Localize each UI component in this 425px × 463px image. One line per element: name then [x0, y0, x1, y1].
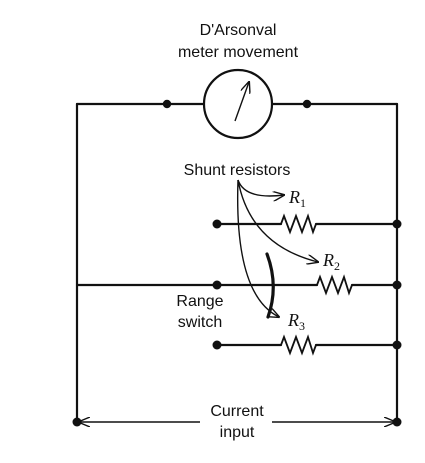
resistor-label-r1: R1 — [288, 187, 306, 210]
junction-dot — [212, 280, 222, 290]
junction-dot — [162, 99, 172, 109]
shunt-pointer-arrows — [236, 179, 318, 317]
range-switch-label-line2: switch — [178, 314, 222, 331]
resistor-r3 — [280, 334, 317, 356]
circuit-wires — [75, 102, 399, 424]
resistor-label-r3: R3 — [287, 310, 305, 333]
arrow-to-r1 — [237, 179, 284, 196]
junction-dot — [392, 280, 402, 290]
resistor-label-r2: R2 — [322, 250, 340, 273]
junction-dot — [212, 219, 222, 229]
junction-dot — [392, 219, 402, 229]
galvanometer-icon — [234, 82, 249, 122]
current-input-terminal-left — [72, 417, 82, 427]
shunt-resistors-label: Shunt resistors — [184, 162, 291, 179]
arrow-to-r2 — [237, 179, 318, 262]
meter-label-line1: D'Arsonval — [200, 22, 277, 39]
meter-movement — [202, 68, 274, 140]
current-input-label-line2: input — [220, 424, 255, 441]
current-input-label-line1: Current — [210, 403, 264, 420]
resistor-r1 — [280, 213, 317, 235]
junction-dot — [302, 99, 312, 109]
arrow-to-r3 — [236, 179, 279, 317]
current-input-terminal-right — [392, 417, 402, 427]
junction-dot — [392, 340, 402, 350]
range-switch-label-line1: Range — [176, 293, 223, 310]
resistor-r2 — [316, 274, 353, 296]
junction-dot — [212, 340, 222, 350]
meter-label-line2: meter movement — [178, 44, 299, 61]
meter-circle — [202, 68, 274, 140]
